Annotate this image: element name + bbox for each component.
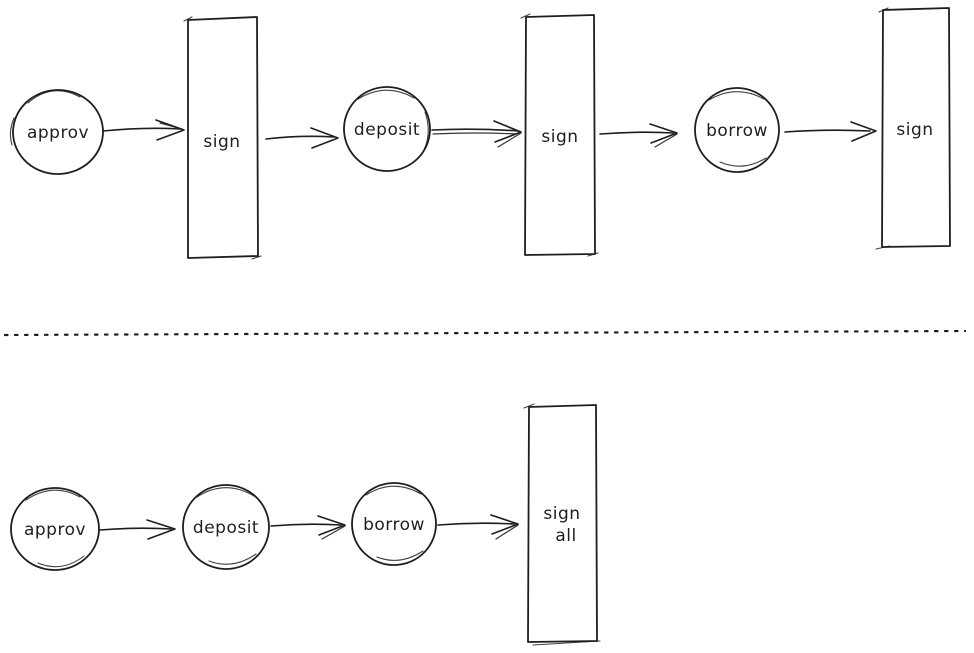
bottom-flow: approv deposit borrow bbox=[10, 403, 601, 646]
node-label: sign bbox=[543, 504, 580, 524]
node-label: borrow bbox=[706, 121, 768, 141]
node-circle-borrow-top[interactable]: borrow bbox=[694, 87, 781, 174]
node-rect-sign-1[interactable]: sign bbox=[183, 16, 262, 260]
node-label: deposit bbox=[193, 518, 259, 538]
node-circle-approv-top[interactable]: approv bbox=[9, 88, 104, 175]
arrow-borrow-to-sign3[interactable] bbox=[784, 121, 877, 142]
top-flow: approv sign deposit bbox=[9, 7, 951, 260]
arrow-approv-to-deposit[interactable] bbox=[99, 519, 176, 540]
node-rect-sign-3[interactable]: sign bbox=[875, 7, 951, 250]
node-label: borrow bbox=[363, 515, 425, 535]
node-circle-deposit-bottom[interactable]: deposit bbox=[182, 484, 271, 571]
node-label: sign bbox=[896, 120, 933, 140]
node-label: approv bbox=[24, 520, 86, 540]
arrow-sign2-to-borrow[interactable] bbox=[599, 123, 678, 148]
node-label: sign bbox=[541, 127, 578, 147]
arrow-sign1-to-deposit[interactable] bbox=[265, 127, 339, 149]
node-rect-sign-all[interactable]: sign all bbox=[523, 403, 601, 646]
node-label: approv bbox=[27, 123, 89, 143]
arrow-approv-to-sign1[interactable] bbox=[102, 119, 185, 141]
node-circle-borrow-bottom[interactable]: borrow bbox=[351, 482, 438, 567]
node-label: sign bbox=[203, 132, 240, 152]
arrow-borrow-to-signall[interactable] bbox=[437, 514, 519, 540]
arrow-deposit-to-borrow[interactable] bbox=[270, 515, 346, 540]
node-circle-deposit-top[interactable]: deposit bbox=[343, 86, 432, 173]
node-label-line2: all bbox=[555, 526, 576, 546]
separator-dotted-line bbox=[3, 329, 967, 337]
node-circle-approv-bottom[interactable]: approv bbox=[10, 486, 101, 571]
node-label: deposit bbox=[354, 120, 420, 140]
node-rect-sign-2[interactable]: sign bbox=[520, 13, 599, 257]
arrow-deposit-to-sign2[interactable] bbox=[431, 120, 522, 148]
